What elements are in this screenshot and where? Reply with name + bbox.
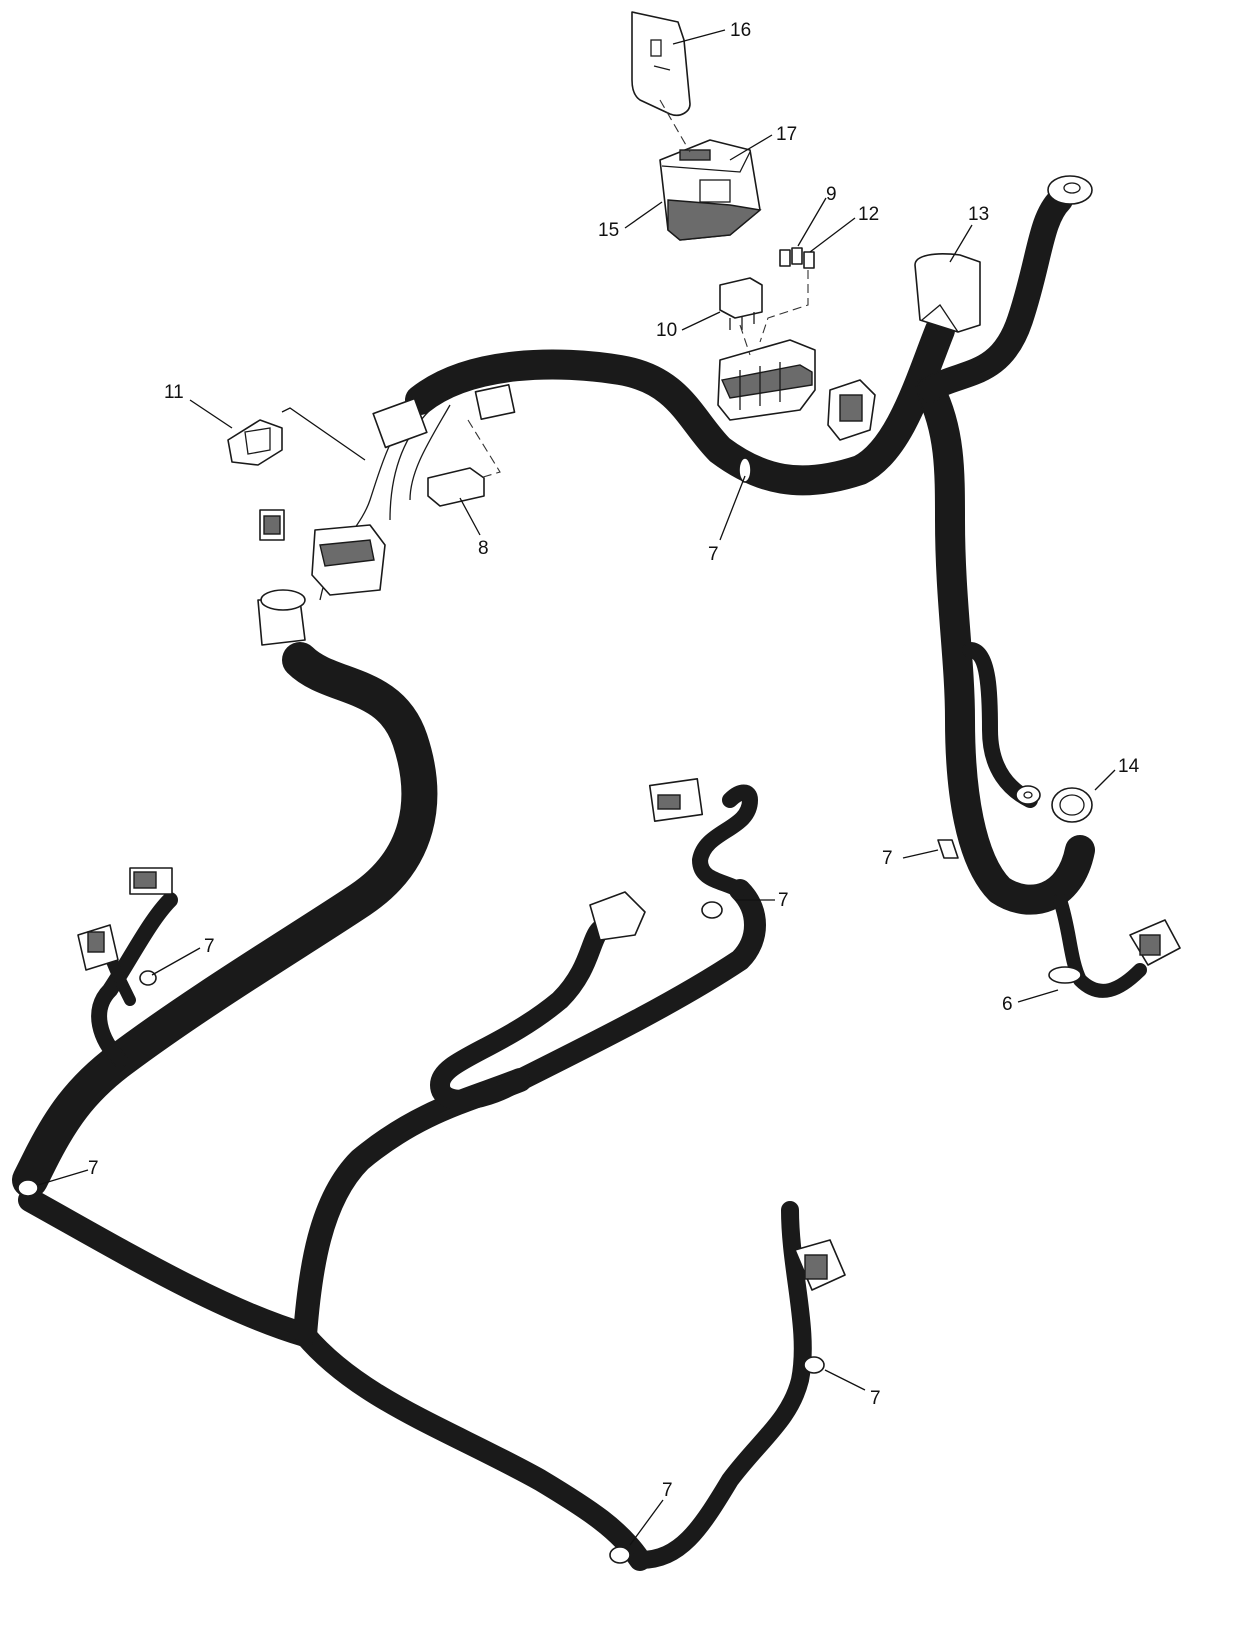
callout-7-right: 7 <box>882 848 893 869</box>
callout-9: 9 <box>826 184 837 205</box>
callout-7-upper: 7 <box>708 544 719 565</box>
boot-cover <box>914 253 981 333</box>
leader-lines <box>37 29 1116 1546</box>
bracket-plate <box>631 11 691 117</box>
fuse-relay-holder <box>717 339 816 421</box>
callout-12: 12 <box>858 204 879 225</box>
lower-right-connector <box>794 1239 846 1291</box>
fuse-block <box>659 139 762 241</box>
lower-left-connectors <box>77 867 173 971</box>
callout-7-lower-right: 7 <box>870 1388 881 1409</box>
callout-6: 6 <box>1002 994 1013 1015</box>
callout-17: 17 <box>776 124 797 145</box>
callout-7-left: 7 <box>204 936 215 957</box>
ring-terminal-top <box>1047 175 1093 205</box>
relay <box>719 277 763 330</box>
callout-labels: 16 17 15 9 12 13 10 11 8 7 14 7 7 7 6 7 … <box>88 20 1140 1501</box>
side-connector <box>827 379 876 441</box>
connector-11 <box>227 419 283 466</box>
grommet <box>1051 787 1093 823</box>
callout-11: 11 <box>164 382 184 403</box>
callout-7-bottom: 7 <box>662 1480 673 1501</box>
harness-trunk <box>12 642 812 1571</box>
callout-7-lower-left: 7 <box>88 1158 99 1179</box>
callout-14: 14 <box>1118 756 1140 777</box>
mini-fuses <box>779 247 815 269</box>
far-right-connector <box>1129 919 1181 966</box>
callout-8: 8 <box>478 538 489 559</box>
callout-7-center: 7 <box>778 890 789 911</box>
center-connectors <box>589 778 704 941</box>
callout-10: 10 <box>656 320 677 341</box>
callout-16: 16 <box>730 20 751 41</box>
callout-15: 15 <box>598 220 619 241</box>
assembly-lines <box>467 99 809 479</box>
upper-harness-connectors <box>372 383 516 449</box>
callout-13: 13 <box>968 204 989 225</box>
ring-terminal-mid <box>1015 785 1041 805</box>
upper-harness <box>319 187 1147 998</box>
left-connector-cluster <box>257 509 386 646</box>
connector-8 <box>427 467 485 507</box>
cable-ties <box>17 457 1082 1564</box>
